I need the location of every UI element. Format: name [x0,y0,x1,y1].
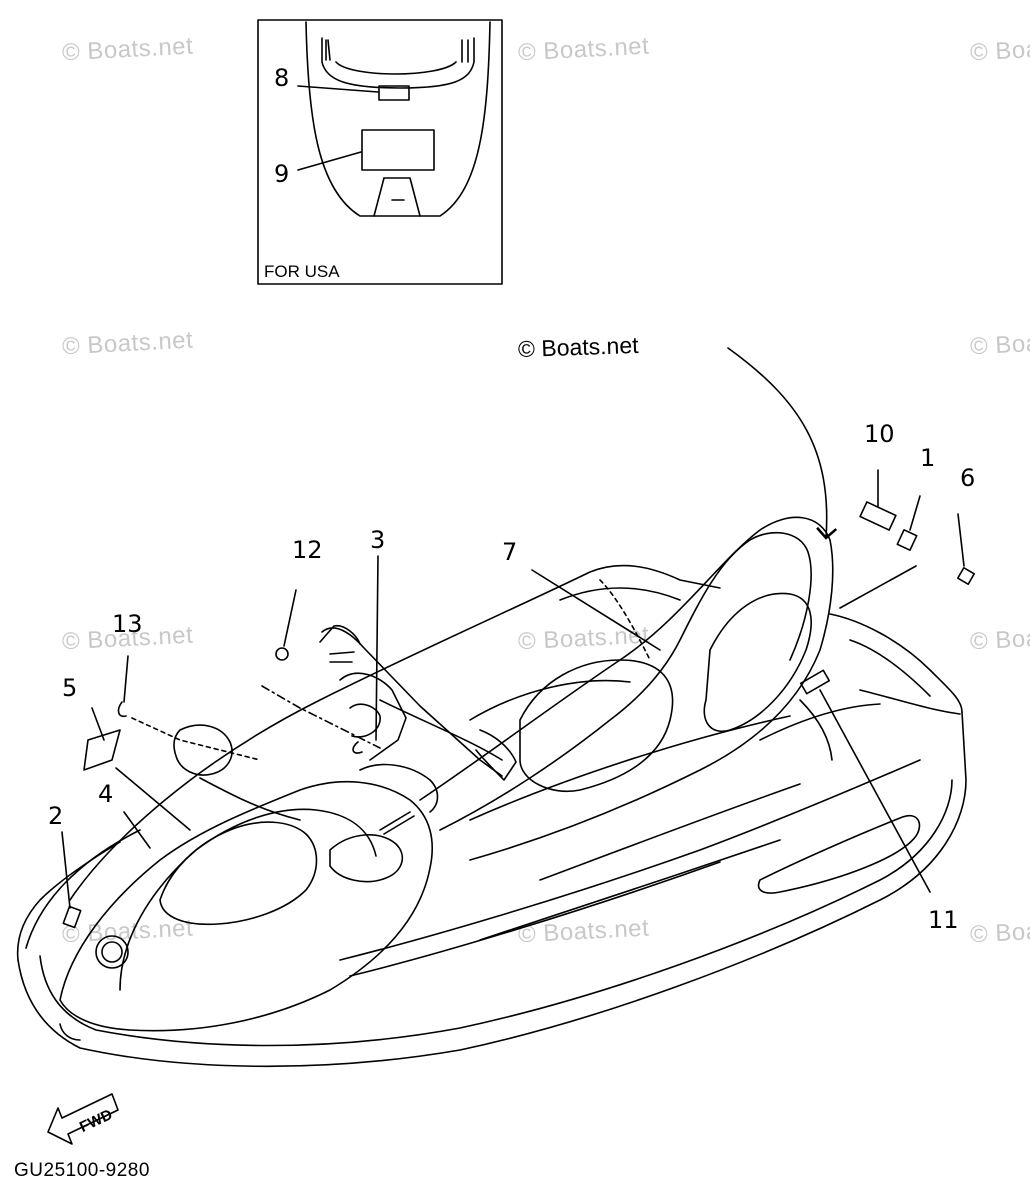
label-6-shape [957,567,975,585]
callout-6: 6 [960,464,976,492]
label-2-shape [62,905,82,929]
leader-9 [297,151,362,171]
callout-7: 7 [502,538,518,566]
leader-1 [909,495,921,531]
leader-5 [91,707,105,741]
leader-5b [115,767,191,831]
callout-11: 11 [928,906,959,934]
seat [419,516,834,861]
callout-2: 2 [48,802,64,830]
callout-12: 12 [292,536,323,564]
label-13-shape [117,701,127,718]
leader-13-dash [131,717,261,761]
front-cowl [59,724,433,1032]
label-8-shape [378,85,410,101]
front-light [95,935,129,969]
callout-4: 4 [98,780,114,808]
label-9-shape [361,129,435,171]
callout-1: 1 [920,444,936,472]
callout-13: 13 [112,610,143,638]
callout-3: 3 [370,526,386,554]
callout-5: 5 [62,674,78,702]
leader-8 [297,85,379,93]
fwd-arrow [47,1093,119,1145]
callout-9: 9 [274,160,290,188]
watercraft-hull [16,564,967,1068]
label-3-shape [352,741,363,754]
leader-13 [123,655,129,703]
leader-2 [61,831,71,909]
callout-8: 8 [274,64,290,92]
label-12-shape [275,647,289,661]
curved-arrow [727,347,838,540]
label-10-shape [859,501,897,531]
callout-10: 10 [864,420,895,448]
leader-6 [957,513,965,567]
leader-3 [375,555,379,741]
fwd-text: FWD [77,1106,115,1136]
leader-12-dash [261,685,381,749]
label-5-shape [83,729,121,771]
label-1-shape [896,528,918,552]
leader-7 [531,569,661,651]
leader-4 [123,811,151,849]
inset-seat-rear [305,21,491,217]
part-number: GU25100-9280 [14,1160,150,1181]
label-3b-shape [379,811,415,835]
leader-12 [283,589,297,647]
leader-11 [819,689,931,893]
leader-1-body [839,565,917,609]
handlebar [319,624,517,813]
label-11-shape [799,669,831,695]
watermark-main: © Boats.net [517,331,639,363]
inset-caption: FOR USA [264,262,340,281]
inset-frame [257,19,503,285]
